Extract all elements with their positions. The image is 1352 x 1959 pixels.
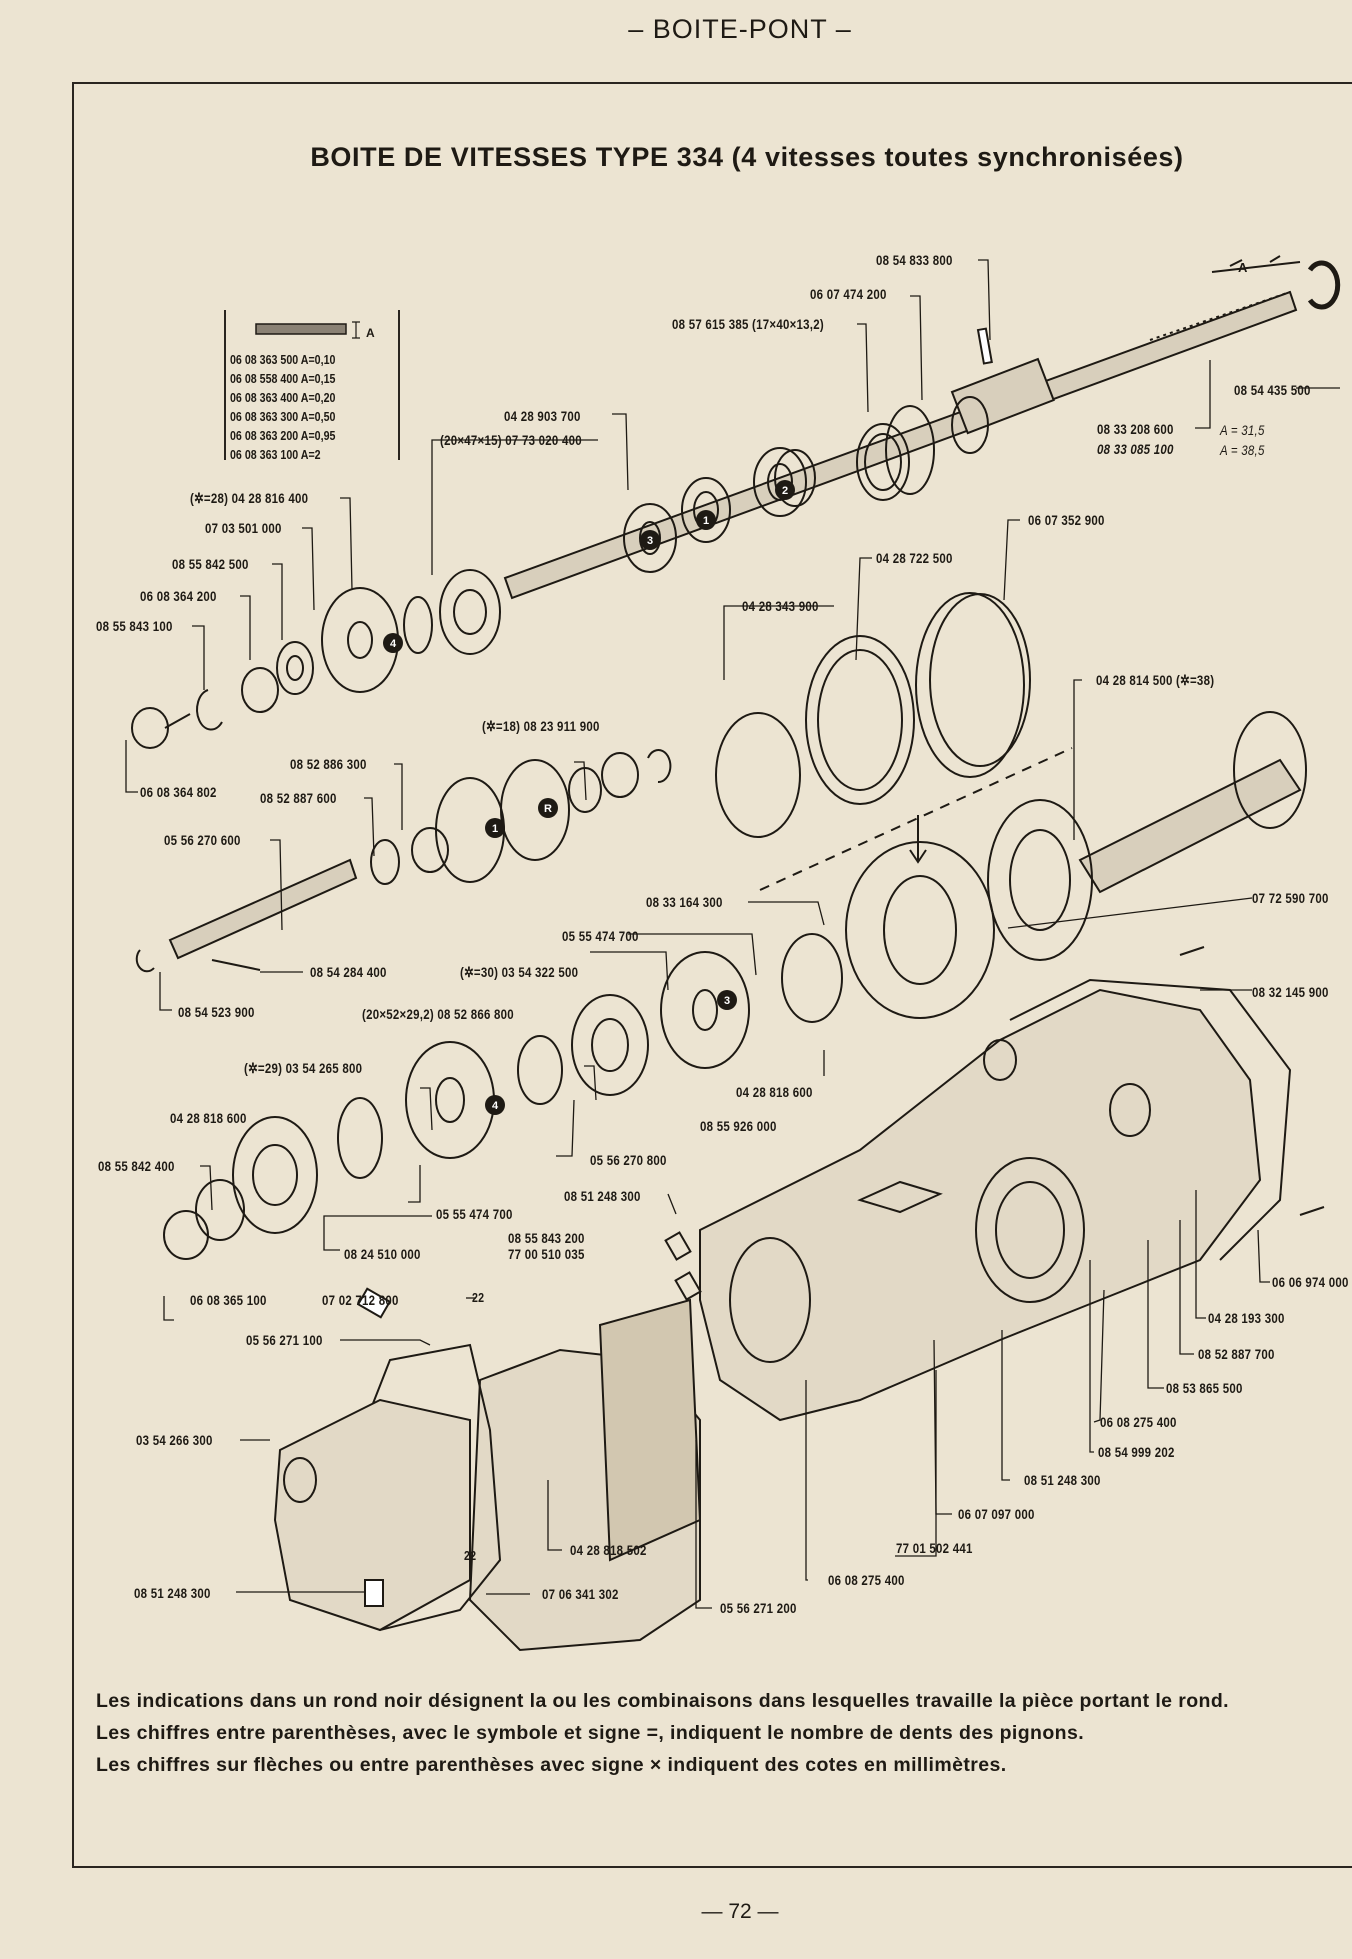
gear-marker-1: 4	[390, 638, 397, 650]
part-label: 04 28 343 900	[742, 598, 819, 614]
part-label: 04 28 818 600	[736, 1084, 813, 1100]
part-label: 03 54 266 300	[136, 1432, 213, 1448]
figure-frame	[72, 82, 1352, 1868]
gear-marker-6: R	[544, 803, 552, 815]
part-label: 06 08 275 400	[1100, 1414, 1177, 1430]
part-label: 08 24 510 000	[344, 1246, 421, 1262]
part-label: 06 08 275 400	[828, 1572, 905, 1588]
part-label: 05 56 270 800	[590, 1152, 667, 1168]
part-label: 05 55 474 700	[562, 928, 639, 944]
rear-cover-assembly	[273, 1231, 702, 1652]
shim-row: 06 08 363 200 A=0,95	[230, 428, 336, 443]
shim-row: 06 08 363 500 A=0,10	[230, 352, 336, 367]
part-label: 06 07 352 900	[1028, 512, 1105, 528]
gear-markers	[383, 480, 795, 1115]
part-label: 08 52 886 300	[290, 756, 367, 772]
part-label: (✲=28) 04 28 816 400	[190, 490, 309, 506]
part-label: (✲=30) 03 54 322 500	[460, 964, 579, 980]
note-line: Les chiffres entre parenthèses, avec le …	[96, 1722, 1085, 1744]
part-label: A = 38,5	[1220, 442, 1265, 458]
shim-table: A 06 08 363 500 A=0,10 06 08 558 400 A=0…	[224, 310, 400, 462]
part-label: 06 08 364 802	[140, 784, 217, 800]
note-line: Les indications dans un rond noir désign…	[96, 1690, 1229, 1712]
pinion-shaft	[163, 711, 1307, 1260]
part-label: 07 06 341 302	[542, 1586, 619, 1602]
page-number: — 72 —	[701, 1900, 779, 1923]
part-label: 08 55 926 000	[700, 1118, 777, 1134]
part-label: 07 02 712 800	[322, 1292, 399, 1308]
part-label: 08 51 248 300	[564, 1188, 641, 1204]
gearbox-casing	[699, 946, 1325, 1422]
part-label: 04 28 903 700	[504, 408, 581, 424]
part-label: 08 51 248 300	[1024, 1472, 1101, 1488]
shim-row: 06 08 558 400 A=0,15	[230, 371, 336, 386]
part-label: 08 54 833 800	[876, 252, 953, 268]
part-label: 08 33 208 600	[1097, 421, 1174, 437]
gear-marker-2: 3	[647, 535, 653, 547]
dimension-label: 22	[464, 1548, 477, 1563]
part-label: 06 08 364 200	[140, 588, 217, 604]
synchro-parts	[715, 592, 1073, 891]
part-label: 06 08 365 100	[190, 1292, 267, 1308]
part-label: 04 28 722 500	[876, 550, 953, 566]
svg-text:A: A	[1238, 260, 1248, 275]
part-label: 08 54 435 500	[1234, 382, 1311, 398]
part-label: 06 07 097 000	[958, 1506, 1035, 1522]
part-label: 08 55 842 500	[172, 556, 249, 572]
reverse-shaft	[135, 749, 672, 973]
part-label: 77 01 502 441	[896, 1540, 973, 1556]
part-label: 08 33 164 300	[646, 894, 723, 910]
figure-title: BOITE DE VITESSES TYPE 334 (4 vitesses t…	[310, 142, 1184, 172]
shim-washer-icon	[255, 321, 360, 339]
leader-lines	[125, 259, 1340, 1609]
part-label: 08 52 887 700	[1198, 1346, 1275, 1362]
part-label: 08 55 843 200	[508, 1230, 585, 1246]
part-label: 07 03 501 000	[205, 520, 282, 536]
part-label: 08 54 523 900	[178, 1004, 255, 1020]
part-label: 08 55 843 100	[96, 618, 173, 634]
part-label: 04 28 193 300	[1208, 1310, 1285, 1326]
part-label: 08 33 085 100	[1097, 441, 1174, 457]
part-label: (✲=18) 08 23 911 900	[482, 718, 600, 734]
part-label: 08 52 887 600	[260, 790, 337, 806]
part-label: 08 55 842 400	[98, 1158, 175, 1174]
part-label: 08 53 865 500	[1166, 1380, 1243, 1396]
part-label: 08 51 248 300	[134, 1585, 211, 1601]
part-label: 06 07 474 200	[810, 286, 887, 302]
part-label: 08 54 999 202	[1098, 1444, 1175, 1460]
part-label: 05 56 271 200	[720, 1600, 797, 1616]
note-line: Les chiffres sur flèches ou entre parent…	[96, 1754, 1007, 1776]
part-label: (20×47×15) 07 73 020 400	[440, 432, 582, 448]
part-label: (✲=29) 03 54 265 800	[244, 1060, 363, 1076]
gear-marker-3: 1	[703, 515, 709, 527]
legend-notes: Les indications dans un rond noir désign…	[96, 1685, 1352, 1781]
gear-marker-5: 1	[492, 823, 498, 835]
part-label: 05 55 474 700	[436, 1206, 513, 1222]
part-label: 06 06 974 000	[1272, 1274, 1349, 1290]
part-label: 08 32 145 900	[1252, 984, 1329, 1000]
part-label: A = 31,5	[1220, 422, 1265, 438]
shim-row: 06 08 363 300 A=0,50	[230, 409, 336, 424]
gear-marker-8: 4	[492, 1100, 499, 1112]
part-label: 05 56 271 100	[246, 1332, 323, 1348]
part-label: 05 56 270 600	[164, 832, 241, 848]
part-label: 08 54 284 400	[310, 964, 387, 980]
part-label: 04 28 818 600	[170, 1110, 247, 1126]
part-label: (20×52×29,2) 08 52 866 800	[362, 1006, 514, 1022]
gear-marker-7: 3	[724, 995, 730, 1007]
part-label: 04 28 818 502	[570, 1542, 647, 1558]
part-label: 08 57 615 385 (17×40×13,2)	[672, 316, 824, 332]
shim-row: 06 08 363 400 A=0,20	[230, 390, 336, 405]
page-header: – BOITE-PONT –	[628, 14, 852, 44]
part-label: 77 00 510 035	[508, 1246, 585, 1262]
gear-marker-4: 2	[782, 485, 788, 497]
shim-row: 06 08 363 100 A=2	[230, 447, 321, 462]
part-label: 04 28 814 500 (✲=38)	[1096, 672, 1215, 688]
part-label: 07 72 590 700	[1252, 890, 1329, 906]
shim-table-header: A	[366, 326, 375, 340]
dimension-label: 22	[472, 1290, 485, 1305]
